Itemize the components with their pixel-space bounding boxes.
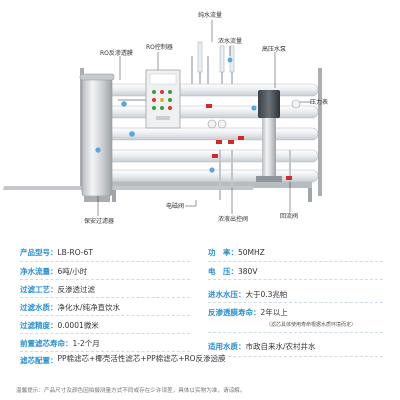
divider: [20, 279, 190, 280]
spec-precision: 过滤精度： 0.0001微米: [20, 317, 99, 333]
spec-flow: 净水流量： 6吨/小时: [20, 263, 87, 279]
spec-value: 380V: [238, 266, 258, 276]
callout-return-valve: 回流阀: [280, 213, 299, 220]
spec-value: PP棉滤芯+椰壳活性滤芯+PP棉滤芯+RO反渗透膜: [57, 354, 226, 363]
spec-value: 市政自来水/农村井水: [245, 341, 316, 351]
spec-value: 2年以上: [260, 307, 288, 317]
spec-filter-config: 滤芯配置： PP棉滤芯+椰壳活性滤芯+PP棉滤芯+RO反渗透膜: [20, 353, 233, 379]
spec-value: 大于0.3兆帕: [245, 289, 288, 299]
spec-label: 过滤精度：: [20, 320, 58, 330]
callout-concentrate-flow: 浓水流量: [218, 38, 243, 45]
callout-lines: [97, 20, 312, 216]
spec-voltage: 电 压： 380V: [208, 263, 257, 279]
callout-pressure-gauge: 压力表: [310, 99, 329, 106]
divider: [208, 261, 383, 262]
spec-model: 产品型号： LB-RO-6T: [20, 244, 93, 260]
spec-label: 反渗透膜寿命：: [208, 307, 261, 317]
spec-value: 净化水/纯净直饮水: [57, 302, 121, 312]
spec-label: 功 率：: [208, 247, 238, 257]
callout-pure-water-flow: 纯水流量: [198, 12, 223, 19]
spec-process: 过滤工艺： 反渗透过滤: [20, 281, 95, 297]
spec-applicable-water: 适用水质： 市政自来水/农村井水: [208, 338, 316, 354]
spec-water-quality: 过滤水质： 净化水/纯净直饮水: [20, 299, 120, 315]
spec-label: 适用水质：: [208, 341, 246, 351]
callout-security-filter: 保安过滤器: [84, 218, 115, 225]
divider: [208, 302, 383, 303]
spec-label: 进水水压：: [208, 289, 246, 299]
high-pressure-pump: [256, 90, 282, 182]
ro-membrane-tubes: [87, 83, 319, 183]
divider: [208, 332, 383, 333]
pressure-gauges: [207, 99, 301, 129]
divider: [20, 333, 190, 334]
spec-value: 0.0001微米: [57, 320, 99, 330]
flowmeters: [197, 41, 235, 73]
divider: [20, 261, 190, 262]
spec-value: 1-2个月: [72, 338, 100, 348]
spec-label: 滤芯配置：: [20, 356, 58, 365]
spec-power: 功 率： 50MHZ: [208, 244, 265, 260]
spec-value: 反渗透过滤: [57, 284, 96, 294]
divider: [20, 315, 190, 316]
callout-high-pressure-pump: 高压水泵: [262, 46, 287, 53]
spec-membrane-life: 反渗透膜寿命： 2年以上: [208, 304, 288, 320]
ro-control-box: [145, 69, 181, 129]
spec-value: 50MHZ: [238, 247, 265, 257]
spec-inlet-pressure: 进水水压： 大于0.3兆帕: [208, 286, 287, 302]
divider: [208, 356, 383, 357]
spec-label: 产品型号：: [20, 247, 58, 257]
spec-value: 6吨/小时: [57, 266, 88, 276]
callout-ro-controller: RO控制器: [146, 44, 173, 51]
membrane-footnote: （滤芯具体使用寿命根据水质环境而定）: [266, 322, 357, 328]
callout-solenoid-valve: 电磁阀: [166, 203, 185, 210]
security-filter: [79, 73, 115, 202]
disclaimer-note: 温馨提示：产品尺寸及颜色因拍摄测量方式不同或存在少许误差，具体以实物为准，请谅解…: [16, 388, 246, 394]
callout-ro-membrane: RO反渗透膜: [100, 50, 133, 57]
equipment-diagram: 纯水流量 浓水流量 RO反渗透膜 RO控制器 高压水泵 压力表 电磁阀 浓液出控…: [2, 12, 329, 225]
divider: [20, 351, 190, 352]
spec-prefilter-life: 前置滤芯寿命： 1-2个月: [20, 335, 100, 351]
spec-label: 前置滤芯寿命：: [20, 338, 73, 348]
spec-value: LB-RO-6T: [57, 247, 93, 257]
divider: [208, 279, 383, 280]
ro-machine-illustration: [2, 20, 322, 216]
callout-concentrate-control-valve: 浓液出控阀: [218, 216, 249, 223]
divider: [20, 297, 190, 298]
valves: [206, 104, 292, 180]
spec-label: 净水流量：: [20, 266, 58, 276]
callout-markers: [95, 57, 257, 173]
spec-label: 电 压：: [208, 266, 238, 276]
spec-label: 过滤水质：: [20, 302, 58, 312]
spec-label: 过滤工艺：: [20, 284, 58, 294]
